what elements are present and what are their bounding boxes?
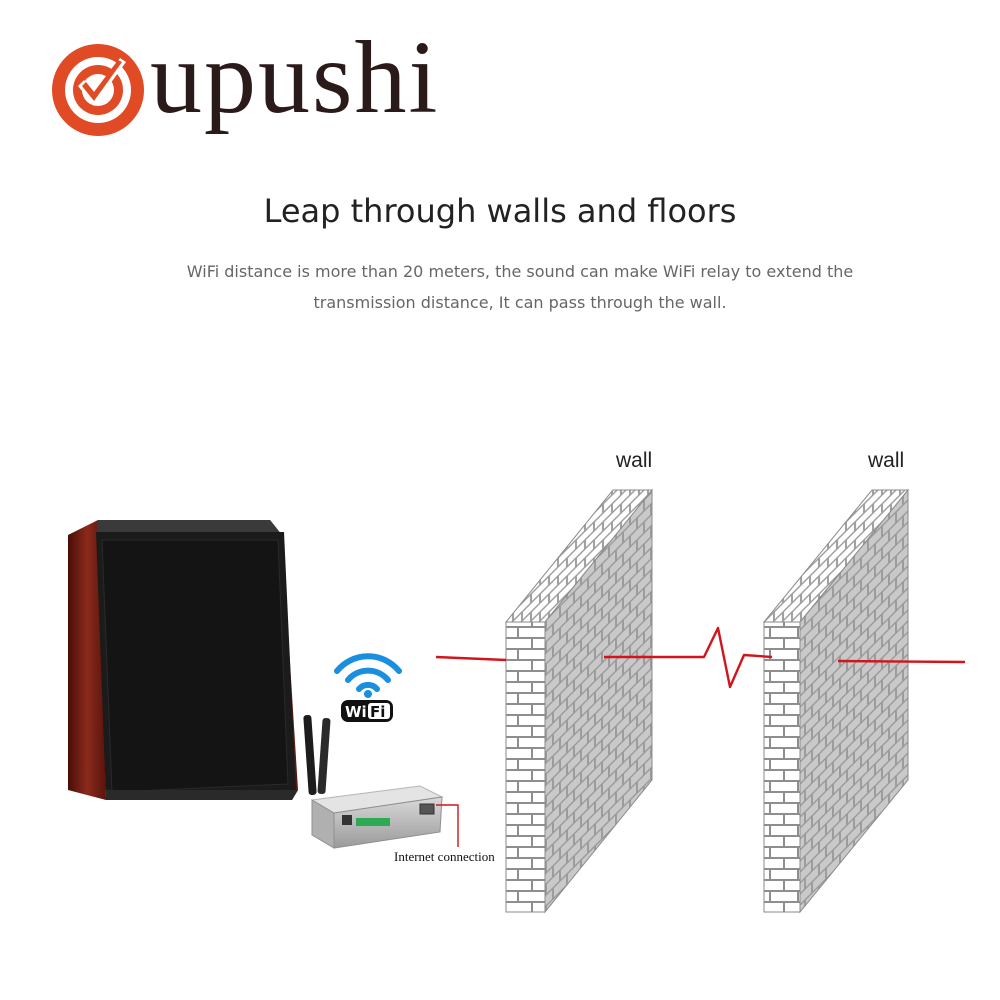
description-line-1: WiFi distance is more than 20 meters, th… xyxy=(186,262,854,281)
internet-connection-label: Internet connection xyxy=(394,849,495,864)
wifi-badge: Wi Fi xyxy=(341,700,393,722)
signal-line xyxy=(435,626,966,689)
router xyxy=(303,715,444,849)
brick-wall-2 xyxy=(762,488,910,914)
internet-connector-line xyxy=(436,804,459,847)
description-line-2: transmission distance, It can pass throu… xyxy=(313,293,727,312)
wifi-badge-fi: Fi xyxy=(370,703,385,721)
description: WiFi distance is more than 20 meters, th… xyxy=(120,256,920,318)
page-title: Leap through walls and floors xyxy=(263,192,737,230)
wifi-icon xyxy=(334,653,402,692)
wall-label-2: wall xyxy=(868,449,905,472)
wifi-dot-icon xyxy=(364,690,372,698)
speaker xyxy=(68,520,298,800)
wall-label-1: wall xyxy=(616,449,653,472)
brand-name: upushi xyxy=(150,20,440,135)
wifi-badge-wi: Wi xyxy=(345,703,367,721)
logo-icon xyxy=(52,44,144,136)
brick-wall-1 xyxy=(504,488,654,914)
